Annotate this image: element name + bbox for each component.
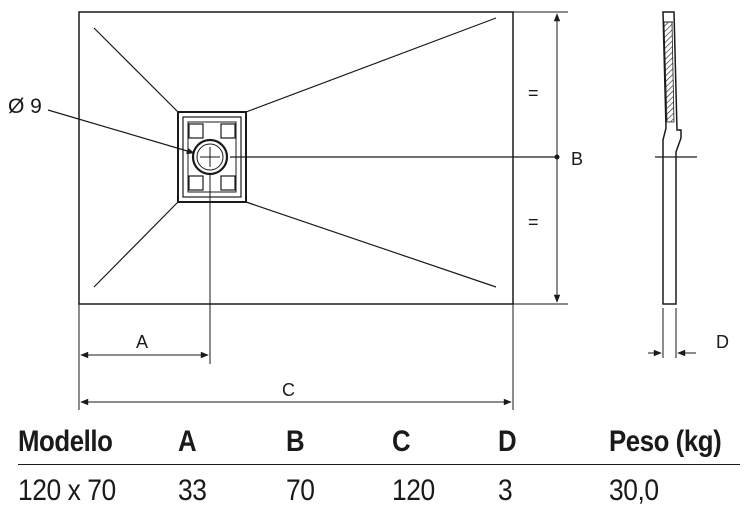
tray-top-view xyxy=(78,11,560,305)
cell-a: 33 xyxy=(178,474,207,507)
header-c: C xyxy=(391,420,484,465)
dimension-d-label: D xyxy=(716,332,729,352)
header-weight: Peso (kg) xyxy=(609,420,722,465)
table-row: 120 x 70 33 70 120 3 30,0 xyxy=(18,465,740,518)
tray-outline xyxy=(78,11,514,305)
tray-side-section xyxy=(655,11,697,305)
cell-c: 120 xyxy=(391,474,435,507)
dimension-d xyxy=(648,308,696,358)
header-model: Modello xyxy=(18,420,157,465)
header-a: A xyxy=(178,420,272,465)
dimension-b-label: B xyxy=(571,149,583,169)
diameter-callout: Ø 9 xyxy=(8,95,195,155)
slope-lines xyxy=(93,17,497,288)
header-b: B xyxy=(286,420,378,465)
cell-weight: 30,0 xyxy=(609,474,660,507)
specification-table: Modello A B C D Peso (kg) 120 x 70 33 70… xyxy=(18,420,740,517)
table-header-row: Modello A B C D Peso (kg) xyxy=(18,420,740,465)
equal-mark-top: = xyxy=(528,83,539,103)
cell-d: 3 xyxy=(498,474,513,507)
header-d: D xyxy=(498,420,594,465)
dimension-c-label: C xyxy=(282,380,295,400)
dimension-c xyxy=(78,304,514,410)
equal-mark-bottom: = xyxy=(528,212,539,232)
cell-b: 70 xyxy=(286,474,315,507)
shower-tray-technical-drawing: Ø 9 B = = A C D xyxy=(8,11,729,410)
dimension-a-label: A xyxy=(136,332,148,352)
cell-model: 120 x 70 xyxy=(18,474,116,507)
dimension-a xyxy=(78,174,211,364)
dimension-b xyxy=(513,11,568,305)
diameter-label: Ø 9 xyxy=(8,95,42,118)
drain-frame xyxy=(177,111,247,203)
